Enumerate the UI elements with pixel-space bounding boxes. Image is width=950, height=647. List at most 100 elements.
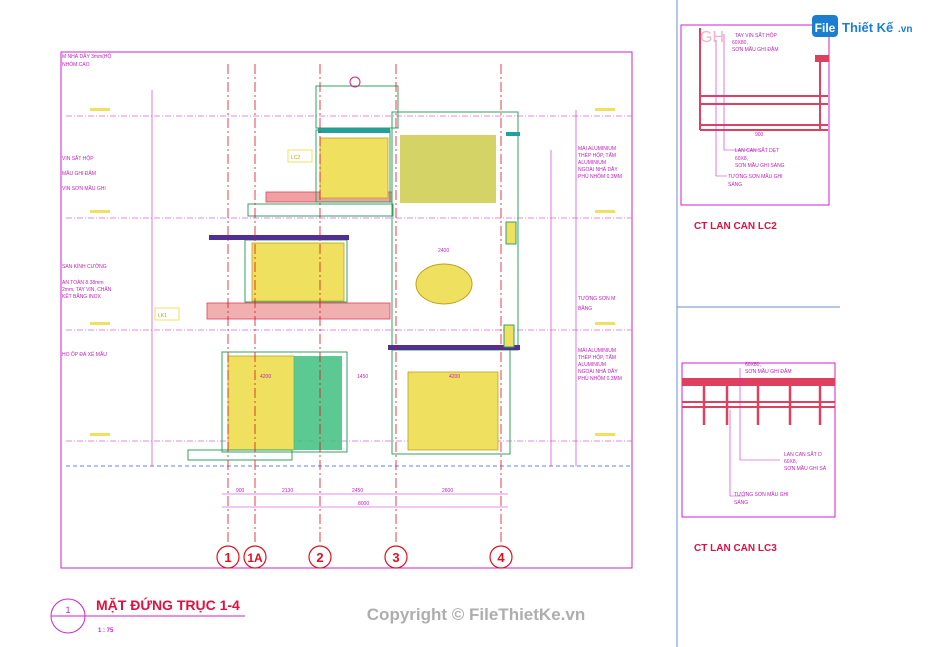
vertical-dimension-lines [151,90,577,466]
detail-lc2-frame [680,24,830,206]
detail-lc2-handrail [815,55,829,62]
entrance-step [187,449,293,461]
side-light-bottom [503,324,515,348]
left-notes: M NHÀ DÂY 3mm(HỘ NHỎM.CAO VIN SẮT HỘP MẦ… [62,53,112,358]
decorative-screen [400,135,496,203]
svg-text:LAN CAN SẮT DẸT: LAN CAN SẮT DẸT [735,146,779,154]
building-facade [187,76,520,461]
roof-ornament [349,76,361,88]
note-left: MẦU GHI ĐẬM [62,170,96,177]
svg-text:LAN CAN SẮT D: LAN CAN SẮT D [784,450,822,458]
note-left: SAN KÍNH CƯỜNG [62,263,107,270]
note-right: MÁI ALUMINIUM [578,145,616,152]
svg-text:3: 3 [392,550,399,565]
svg-text:2130: 2130 [282,488,293,494]
note-right: NGOÀI NHÀ DÂY [578,368,618,375]
note-right: PHỦ NHÔM 0.3MM [578,375,622,382]
drawing-title-block: 1 MẶT ĐỨNG TRỤC 1-4 1 : 75 [50,596,245,634]
detail-lc3-frame [681,362,836,518]
svg-text:SƠN MẦU GHI ĐẬM: SƠN MẦU GHI ĐẬM [745,368,792,375]
logo-tld-text: .vn [898,24,912,35]
note-right: ALUMINIUM [578,160,606,166]
grid-axis-lines [227,64,502,543]
right-canopy [388,345,520,350]
note-left: NHỎM.CAO [62,61,90,68]
note-left: 2mm, TAY VỊN, CHÂN [62,286,112,293]
note-left: KẾT BẰNG INOX [62,292,101,300]
tag-lc1: LK1 [154,307,180,321]
svg-text:2450: 2450 [352,488,363,494]
note-right: ALUMINIUM [578,362,606,368]
svg-text:900: 900 [236,488,245,494]
svg-text:4: 4 [497,550,505,565]
second-floor-roof-band [318,128,390,133]
note-left: HO ỐP ĐÁ XẺ MẦU [62,351,107,358]
filethietke-logo[interactable]: File Thiết Kế .vn [812,15,912,37]
axis-bubble-1a: 1A [243,545,267,569]
svg-text:LK1: LK1 [158,313,167,319]
svg-text:2600: 2600 [442,488,453,494]
svg-text:8000: 8000 [358,501,369,507]
detail-lc2-ghost-letters: GH [700,29,724,46]
detail-lc2: GH TAY VỊN SẮT HỘP 60X80, SƠN MẦU GHI ĐẬ… [680,24,830,232]
inner-dimensions: 2400 1450 4200 4200 [260,248,460,380]
logo-file-text: File [815,21,836,35]
axis-bubble-2: 2 [308,545,332,569]
axis-bubble-3: 3 [384,545,408,569]
note-left: VIN SƠN MẦU GHI [62,185,106,192]
detail-lc3: 60X80, SƠN MẦU GHI ĐẬM LAN CAN SẮT D 60X… [681,362,836,554]
bottom-dimension-chain [222,493,508,508]
svg-text:2400: 2400 [438,248,449,254]
round-window [415,263,473,305]
axis-bubble-1: 1 [216,545,240,569]
note-right: NGOÀI NHÀ DÂY [578,166,618,173]
first-floor-slab [206,302,391,320]
main-sheet-frame [60,51,633,569]
ground-floor-glass-left [227,355,295,451]
svg-text:4200: 4200 [260,374,271,380]
note-right: PHỦ NHÔM 0.3MM [578,173,622,180]
level-markers-left [90,108,110,436]
svg-text:TƯỜNG SƠN MẦU GHI: TƯỜNG SƠN MẦU GHI [728,173,783,180]
note-left: M NHÀ DÂY 3mm(HỘ [62,53,111,60]
svg-text:60X8,: 60X8, [784,459,797,465]
detail-lc3-handrail [682,378,835,386]
drawing-number: 1 [65,605,70,615]
detail-lc3-leaders [729,368,780,497]
ground-floor-wall [221,351,348,453]
note-right: BẰNG [578,304,592,312]
note-left: VIN SẮT HỘP [62,154,94,162]
note-left: AN TOÀN 8.38mm [62,279,104,286]
ground-floor-glass-right [407,371,499,451]
note-right: TƯỜNG SƠN M [578,295,615,302]
detail-lc2-leaders [715,34,760,177]
logo-badge [812,15,838,37]
svg-text:TAY VỊN SẮT HỘP: TAY VỊN SẮT HỘP [735,31,778,39]
detail-lc2-title: CT LAN CAN LC2 [694,221,777,232]
detail-lc3-posts [702,386,822,425]
drawing-scale: 1 : 75 [98,628,114,634]
detail-lc3-title: CT LAN CAN LC3 [694,543,777,554]
side-light-top [505,221,517,245]
svg-text:SƠN MẦU GHI SÁNG: SƠN MẦU GHI SÁNG [735,162,785,169]
axis-bubbles: 1 1A 2 3 4 [216,545,513,569]
svg-text:1450: 1450 [357,374,368,380]
bottom-dimension-labels: 900 2130 2450 2600 8000 [236,488,453,507]
svg-text:SÁNG: SÁNG [728,181,742,188]
axis-bubble-4: 4 [489,545,513,569]
copyright-watermark: Copyright © FileThietKe.vn [367,605,585,624]
ground-floor-green-panel [294,356,342,450]
second-floor-glass [319,137,389,199]
svg-text:60X80,: 60X80, [732,40,748,46]
svg-text:1: 1 [224,550,231,565]
svg-text:SƠN MẦU GHI ĐẬM: SƠN MẦU GHI ĐẬM [732,46,779,53]
svg-text:TƯỜNG SƠN MẦU GHI: TƯỜNG SƠN MẦU GHI [734,491,789,498]
note-right: THÉP HỘP, TẤM [578,152,616,159]
drawing-title: MẶT ĐỨNG TRỤC 1-4 [96,596,240,613]
first-floor-roof-band [209,235,349,240]
svg-text:900: 900 [755,132,764,138]
roof-parapet [315,85,399,129]
note-right: MÁI ALUMINIUM [578,347,616,354]
main-elevation-drawing: M NHÀ DÂY 3mm(HỘ NHỎM.CAO VIN SẮT HỘP MẦ… [50,51,633,634]
detail-lc2-posts [699,28,821,130]
